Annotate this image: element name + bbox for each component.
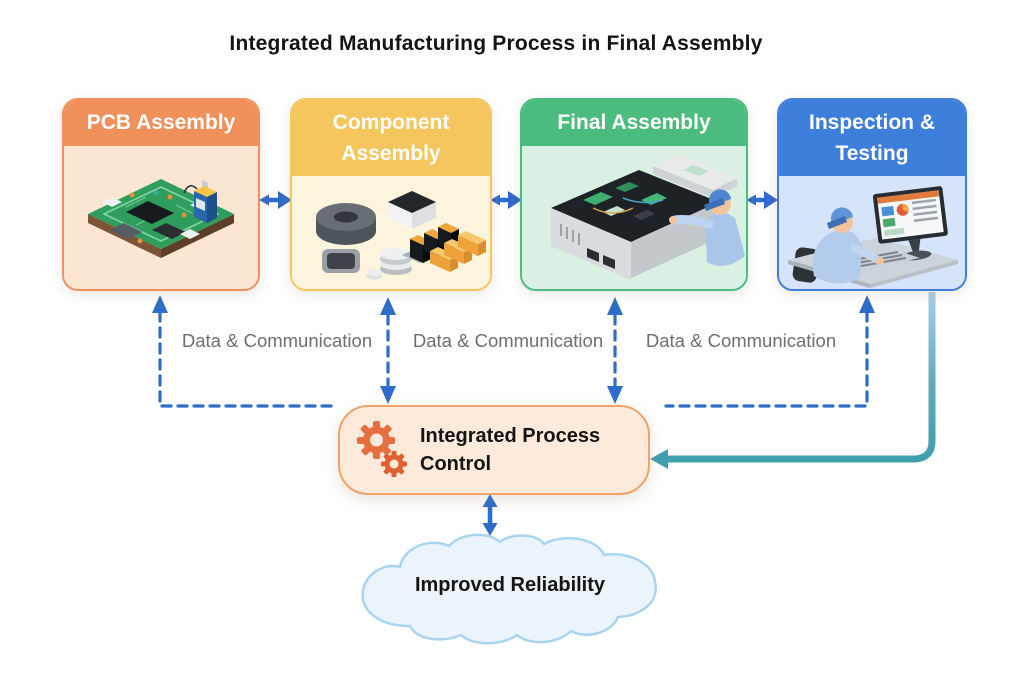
stage-label-inspection-testing: Inspection & Testing <box>808 110 935 166</box>
stage-body-inspection-testing <box>779 176 965 289</box>
data-link-line-inspection <box>664 295 875 408</box>
flow-arrow-stage1-stage2 <box>259 191 292 209</box>
stage-body-component-assembly <box>292 176 490 289</box>
monitor-icon <box>872 185 948 260</box>
electronic-components-illustration <box>316 190 486 279</box>
flow-arrow-stage3-stage4 <box>746 191 778 209</box>
stage-card-component-assembly: Component Assembly <box>290 98 492 291</box>
stage-header-inspection-testing: Inspection & Testing <box>779 100 965 176</box>
stage-header-component-assembly: Component Assembly <box>292 100 490 176</box>
data-link-line-final <box>607 297 623 404</box>
stage-card-inspection-testing: Inspection & Testing <box>777 98 967 291</box>
data-link-line-component <box>380 297 396 404</box>
process-control-box: Integrated Process Control <box>338 405 650 495</box>
stage-card-pcb-assembly: PCB Assembly <box>62 98 260 291</box>
stage-body-final-assembly <box>522 146 746 289</box>
feedback-arrow-teal <box>650 292 936 469</box>
data-communication-label-1: Data & Communication <box>181 330 373 351</box>
stage-header-final-assembly: Final Assembly <box>522 100 746 146</box>
cloud-shape <box>361 533 658 645</box>
gears-icon <box>354 418 410 483</box>
data-communication-label-3: Data & Communication <box>645 330 837 351</box>
stage-card-final-assembly: Final Assembly <box>520 98 748 291</box>
diagram-title: Integrated Manufacturing Process in Fina… <box>229 32 763 55</box>
stage-label-component-assembly: Component Assembly <box>332 110 450 166</box>
stage-label-final-assembly: Final Assembly <box>557 111 711 135</box>
pcb-circuit-board-illustration <box>88 178 234 258</box>
control-cloud-arrow <box>482 494 498 536</box>
worker-testing-at-computer-illustration <box>788 185 958 288</box>
stage-label-pcb-assembly: PCB Assembly <box>86 111 236 135</box>
data-communication-label-2: Data & Communication <box>412 330 604 351</box>
stage-body-pcb-assembly <box>64 146 258 289</box>
process-control-label: Integrated Process Control <box>420 425 601 475</box>
stage-header-pcb-assembly: PCB Assembly <box>64 100 258 146</box>
worker-assembling-chassis-illustration <box>551 153 745 280</box>
flow-arrow-stage2-stage3 <box>490 191 522 209</box>
reliability-cloud: Improved Reliability <box>350 528 670 656</box>
reliability-label: Improved Reliability <box>414 574 606 596</box>
data-link-line-pcb <box>152 295 338 408</box>
